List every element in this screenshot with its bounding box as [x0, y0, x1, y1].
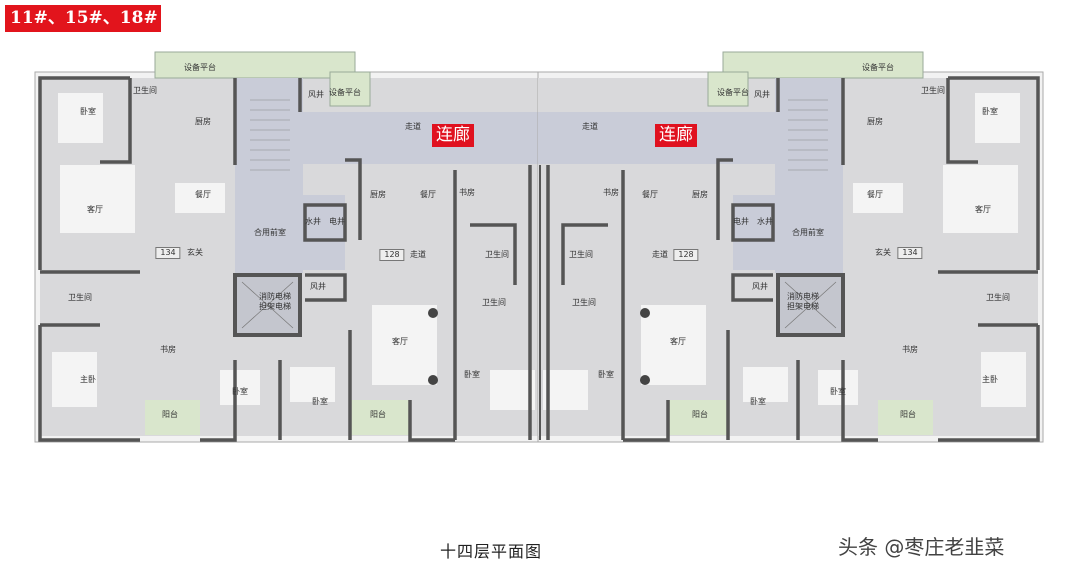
room-label: 卫生间: [68, 293, 92, 302]
room-label: 卫生间: [482, 298, 506, 307]
room-label: 玄关: [875, 248, 891, 257]
room-label: 餐厅: [867, 190, 883, 199]
room-label: 书房: [160, 345, 176, 354]
room-label: 客厅: [87, 205, 103, 214]
unit-area-badge: 134: [155, 247, 181, 259]
room-label: 卧室: [80, 107, 96, 116]
room-label: 玄关: [187, 248, 203, 257]
room-label: 走道: [405, 122, 421, 131]
room-label: 消防电梯: [787, 292, 819, 301]
room-label: 餐厅: [195, 190, 211, 199]
room-label: 走道: [652, 250, 668, 259]
room-label: 风井: [310, 282, 326, 291]
room-label: 主卧: [982, 375, 998, 384]
room-label: 书房: [603, 188, 619, 197]
unit-area-badge: 128: [379, 249, 405, 261]
room-label: 卧室: [232, 387, 248, 396]
room-label: 合用前室: [254, 228, 286, 237]
room-label: 阳台: [900, 410, 916, 419]
room-label: 书房: [459, 188, 475, 197]
room-label: 客厅: [975, 205, 991, 214]
plan-caption: 十四层平面图: [440, 542, 543, 561]
room-label: 风井: [754, 90, 770, 99]
room-label: 风井: [308, 90, 324, 99]
building-number-tag: 11#、15#、18#: [5, 5, 161, 32]
corridor-label-right: 连廊: [655, 124, 697, 147]
room-label: 风井: [752, 282, 768, 291]
room-label: 卫生间: [485, 250, 509, 259]
room-label: 卫生间: [986, 293, 1010, 302]
watermark: 头条 @枣庄老韭菜: [838, 535, 1005, 559]
room-label: 担架电梯: [787, 302, 819, 311]
room-label: 电井: [329, 217, 345, 226]
room-label: 消防电梯: [259, 292, 291, 301]
room-label: 书房: [902, 345, 918, 354]
room-label: 客厅: [670, 337, 686, 346]
room-label: 走道: [582, 122, 598, 131]
room-label: 水井: [757, 217, 773, 226]
room-label: 卫生间: [569, 250, 593, 259]
room-label: 卫生间: [572, 298, 596, 307]
room-label: 厨房: [195, 117, 211, 126]
room-label: 设备平台: [329, 88, 361, 97]
room-label: 主卧: [80, 375, 96, 384]
room-label: 厨房: [867, 117, 883, 126]
room-label: 厨房: [692, 190, 708, 199]
room-label: 卧室: [464, 370, 480, 379]
right-half-plan: [536, 50, 1045, 444]
unit-area-badge: 134: [897, 247, 923, 259]
room-label: 设备平台: [862, 63, 894, 72]
room-label: 餐厅: [642, 190, 658, 199]
room-label: 水井: [305, 217, 321, 226]
room-label: 厨房: [370, 190, 386, 199]
room-label: 卧室: [750, 397, 766, 406]
room-label: 走道: [410, 250, 426, 259]
room-label: 卧室: [830, 387, 846, 396]
unit-area-badge: 128: [673, 249, 699, 261]
room-label: 设备平台: [184, 63, 216, 72]
room-label: 电井: [733, 217, 749, 226]
room-label: 阳台: [162, 410, 178, 419]
room-label: 设备平台: [717, 88, 749, 97]
left-half-plan: [33, 50, 542, 444]
room-label: 客厅: [392, 337, 408, 346]
room-label: 卫生间: [921, 86, 945, 95]
room-label: 卧室: [598, 370, 614, 379]
corridor-label-left: 连廊: [432, 124, 474, 147]
room-label: 餐厅: [420, 190, 436, 199]
room-label: 卧室: [982, 107, 998, 116]
room-label: 担架电梯: [259, 302, 291, 311]
room-label: 合用前室: [792, 228, 824, 237]
room-label: 阳台: [370, 410, 386, 419]
room-label: 阳台: [692, 410, 708, 419]
room-label: 卫生间: [133, 86, 157, 95]
room-label: 卧室: [312, 397, 328, 406]
